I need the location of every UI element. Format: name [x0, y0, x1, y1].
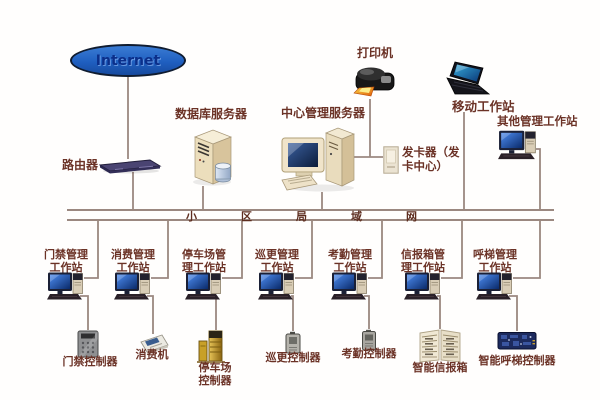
- ws3-label: 停车场管理工作站: [182, 248, 226, 275]
- internet-label: Internet: [95, 52, 161, 69]
- device3-label: 停车场控制器: [198, 361, 232, 387]
- device1-label: 门禁控制器: [62, 355, 118, 368]
- ws1-label: 门禁管理工作站: [44, 248, 88, 275]
- ws4-label: 巡更管理工作站: [255, 248, 299, 275]
- desktop-computer-icon: [258, 272, 294, 300]
- card-issuer-label: 发卡器（发卡中心）: [402, 145, 460, 173]
- device6-label: 智能信报箱: [412, 361, 468, 374]
- wire-bus-ws6: [441, 221, 463, 279]
- internet-node: Internet: [70, 44, 186, 77]
- internet-cloud-icon: Internet: [70, 44, 186, 77]
- desktop-server-icon: [281, 127, 355, 192]
- laptop-icon: [446, 61, 491, 95]
- desktop-computer-icon: [476, 272, 512, 300]
- ws2-label: 消费管理工作站: [111, 248, 155, 275]
- circuit-board-icon: [497, 332, 537, 350]
- attendance-reader-icon: [362, 329, 376, 351]
- device5-label: 考勤控制器: [341, 347, 397, 360]
- other-workstation-label: 其他管理工作站: [497, 114, 578, 128]
- device2-label: 消费机: [135, 348, 169, 361]
- desktop-computer-icon: [185, 272, 221, 300]
- wire-otherws-bus: [536, 148, 541, 210]
- wire-bus-ws3: [222, 221, 243, 279]
- parking-controller-icon: [197, 330, 225, 363]
- wire-ws5-device: [364, 295, 370, 329]
- access-keypad-icon: [77, 330, 99, 358]
- router-icon: [99, 159, 162, 174]
- mobile-workstation-label: 移动工作站: [452, 99, 515, 114]
- pos-terminal-icon: [140, 334, 169, 354]
- wire-ws6-device: [437, 295, 441, 329]
- ws5-label: 考勤管理工作站: [328, 248, 372, 275]
- wire-ws2-device: [147, 295, 154, 334]
- tower-server-icon: [193, 129, 232, 186]
- central-server-label: 中心管理服务器: [280, 106, 365, 120]
- wire-bus-ws5: [368, 221, 383, 279]
- desktop-computer-icon: [114, 272, 150, 300]
- device7-label: 智能呼梯控制器: [478, 354, 556, 367]
- device4-label: 巡更控制器: [265, 351, 321, 364]
- wire-ws1-device: [80, 295, 89, 330]
- desktop-computer-icon: [331, 272, 367, 300]
- printer-label: 打印机: [356, 46, 393, 60]
- desktop-computer-icon: [404, 272, 440, 300]
- lan-bus-label: 小区局域网: [186, 210, 461, 223]
- mailbox-array-icon: [419, 329, 461, 363]
- wire-bus-ws4: [295, 221, 313, 279]
- desktop-computer-icon: [498, 130, 536, 160]
- ws7-label: 呼梯管理工作站: [473, 248, 517, 275]
- desktop-computer-icon: [47, 272, 83, 300]
- database-server-label: 数据库服务器: [174, 107, 247, 121]
- wire-ws4-device: [291, 295, 294, 331]
- wire-bus-ws7: [513, 221, 541, 279]
- wire-ws7-device: [509, 295, 518, 331]
- ws6-label: 信报箱管理工作站: [401, 248, 445, 275]
- patrol-reader-icon: [285, 331, 301, 354]
- router-label: 路由器: [61, 158, 98, 172]
- card-issuer-box-icon: [383, 146, 399, 174]
- printer-icon: [353, 67, 395, 97]
- wire-bus-ws1: [84, 221, 99, 279]
- wire-bus-ws2: [151, 221, 169, 279]
